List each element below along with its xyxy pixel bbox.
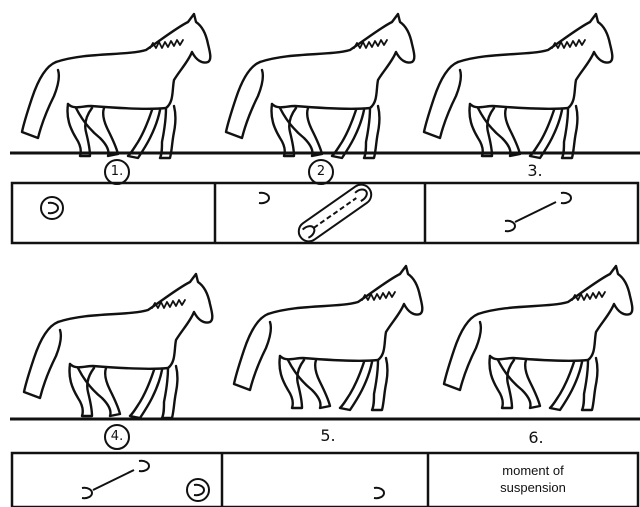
footfall-box-top [12, 183, 638, 243]
caption-line-1: moment of [463, 462, 603, 479]
footfall-1 [41, 197, 63, 219]
frame-label-4: 4. [97, 424, 137, 450]
horse-frame-3 [424, 14, 612, 158]
frame-label-6: 6. [516, 428, 556, 448]
footfall-2 [259, 181, 375, 246]
caption-line-2: suspension [463, 479, 603, 496]
footfall-3 [505, 193, 571, 231]
horse-frame-2 [226, 14, 414, 158]
frame-label-3: 3. [515, 161, 555, 181]
caption-moment-of-suspension: moment of suspension [463, 462, 603, 496]
horse-frame-4 [24, 274, 212, 418]
frame-label-5: 5. [308, 426, 348, 446]
horse-frame-1 [22, 14, 210, 158]
frame-label-2: 2 [301, 159, 341, 185]
horse-frame-5 [234, 266, 422, 410]
footfall-5 [374, 488, 384, 498]
footfall-4 [82, 461, 209, 501]
frame-label-1: 1. [97, 159, 137, 185]
horse-frame-6 [444, 266, 632, 410]
